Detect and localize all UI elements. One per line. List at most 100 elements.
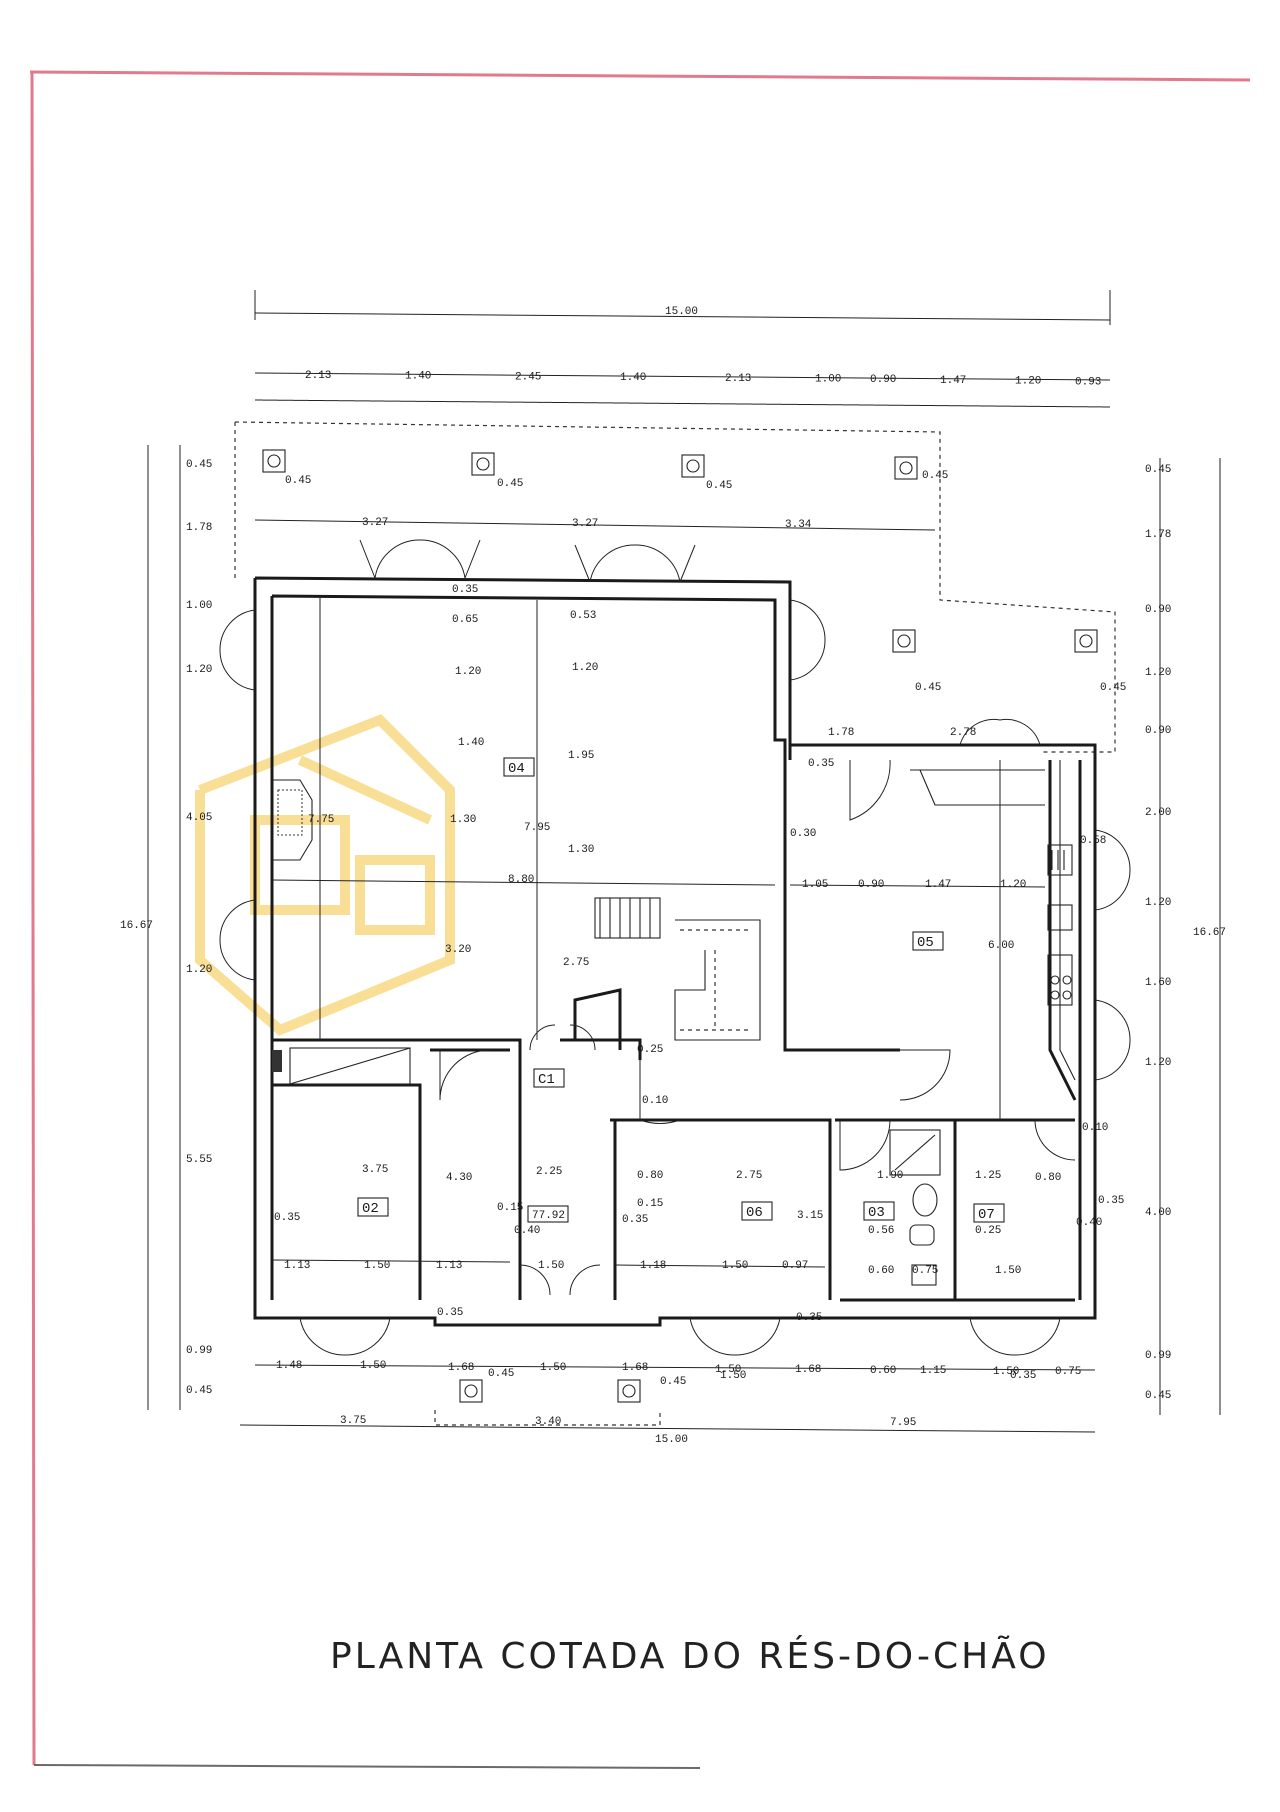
interior-dimension: 2.75 (736, 1170, 762, 1182)
right-segment-dimension: 1.20 (1145, 667, 1171, 679)
column-icon (471, 452, 495, 476)
room-label-box (912, 931, 944, 951)
column-icon (681, 454, 705, 478)
bottom-opening-dimension: 1.50 (540, 1362, 566, 1374)
left-segment-dimension: 1.78 (186, 522, 212, 534)
interior-dimension: 1.50 (538, 1260, 564, 1272)
room-label-box (533, 1068, 565, 1088)
interior-dimension: 1.50 (722, 1260, 748, 1272)
column-dimension: 0.45 (285, 475, 311, 487)
interior-walls (272, 760, 1077, 1302)
interior-dimension: 0.35 (1098, 1195, 1124, 1207)
bottom-opening-dimension: 1.50 (715, 1364, 741, 1376)
interior-dimension: 1.50 (995, 1265, 1021, 1277)
room-05-label: 05 (917, 935, 934, 951)
interior-dimension: 7.75 (308, 814, 334, 826)
room-07-label: 07 (978, 1207, 995, 1223)
columns (262, 449, 1098, 1403)
bottom-opening-dimension: 1.68 (622, 1362, 648, 1374)
top-segment-dimension: 1.40 (620, 372, 646, 384)
bottom-segment-dimension: 3.75 (340, 1415, 366, 1427)
interior-dimension: 3.75 (362, 1164, 388, 1176)
interior-dimension: 1.20 (1000, 879, 1026, 891)
right-total-dimension: 16.67 (1193, 927, 1226, 939)
interior-dimension: 0.10 (1082, 1122, 1108, 1134)
bottom-segment-dimension: 7.95 (890, 1417, 916, 1429)
room-06-label: 06 (746, 1205, 763, 1221)
interior-dimension: 0.35 (1010, 1370, 1036, 1382)
right-segment-dimension: 0.45 (1145, 464, 1171, 476)
column-icon (892, 629, 916, 653)
interior-dimension: 0.40 (1076, 1217, 1102, 1229)
doors-and-windows (219, 539, 1131, 1356)
room-label-box (973, 1203, 1005, 1223)
column-dimension: 0.45 (922, 470, 948, 482)
right-segment-dimension: 4.00 (1145, 1207, 1171, 1219)
interior-dimension: 1.30 (568, 844, 594, 856)
interior-dimension: 8.80 (508, 874, 534, 886)
interior-dimension: 1.25 (975, 1170, 1001, 1182)
left-segment-dimension: 0.45 (186, 1385, 212, 1397)
left-segment-dimension: 0.45 (186, 459, 212, 471)
porch-dimension: 3.27 (572, 518, 598, 530)
column-dimension: 0.45 (497, 478, 523, 490)
interior-dimension: 1.18 (640, 1260, 666, 1272)
interior-dimension: 1.20 (572, 662, 598, 674)
right-segment-dimension: 1.60 (1145, 977, 1171, 989)
bottom-opening-dimension: 0.60 (870, 1365, 896, 1377)
drawing-title: PLANTA COTADA DO RÉS-DO-CHÃO (330, 1635, 1050, 1677)
interior-dimension: 0.60 (868, 1265, 894, 1277)
right-segment-dimension: 1.20 (1145, 897, 1171, 909)
bottom-segment-dimension: 3.40 (535, 1416, 561, 1428)
bottom-opening-dimension: 1.50 (360, 1360, 386, 1372)
right-segment-dimension: 0.90 (1145, 725, 1171, 737)
interior-dimension: 6.00 (988, 940, 1014, 952)
top-segment-dimension: 0.90 (870, 374, 896, 386)
interior-dimension: 0.75 (912, 1265, 938, 1277)
inner-wall-outline (270, 594, 1082, 1300)
right-segment-dimension: 0.45 (1145, 1390, 1171, 1402)
right-segment-dimension: 1.78 (1145, 529, 1171, 541)
interior-dimension: 7.95 (524, 822, 550, 834)
column-icon (617, 1379, 641, 1403)
top-segment-dimension: 2.13 (305, 370, 331, 382)
left-segment-dimension: 5.55 (186, 1154, 212, 1166)
interior-dimension: 0.58 (1080, 835, 1106, 847)
interior-dimension: 3.20 (445, 944, 471, 956)
right-segment-dimension: 2.00 (1145, 807, 1171, 819)
kitchen-counter (1047, 844, 1073, 1006)
exterior-walls (253, 576, 1097, 1327)
fireplace (272, 779, 313, 861)
room-02-label: 02 (362, 1201, 379, 1217)
interior-dimension: 2.78 (950, 727, 976, 739)
left-total-dimension: 16.67 (120, 920, 153, 932)
room-03-label: 03 (868, 1205, 885, 1221)
interior-dimension: 0.56 (868, 1225, 894, 1237)
interior-dimension: 0.35 (452, 584, 478, 596)
room-c1-label: C1 (538, 1072, 555, 1088)
interior-dimension: 1.47 (925, 879, 951, 891)
room-label-box (741, 1201, 773, 1221)
staircase (594, 897, 761, 1041)
interior-dimension: 0.30 (790, 828, 816, 840)
left-segment-dimension: 1.00 (186, 600, 212, 612)
bottom-opening-dimension: 1.48 (276, 1360, 302, 1372)
interior-dimension: 0.10 (642, 1095, 668, 1107)
bathroom-fixtures (889, 1129, 941, 1286)
porch-dimension: 3.34 (785, 519, 812, 531)
bottom-opening-dimension: 0.75 (1055, 1366, 1081, 1378)
room-label-box (503, 757, 535, 777)
interior-dimension: 1.20 (455, 666, 481, 678)
interior-dimension: 2.75 (563, 957, 589, 969)
right-segment-dimension: 0.99 (1145, 1350, 1171, 1362)
interior-dimension: 1.90 (877, 1170, 903, 1182)
dimension-lines (147, 290, 1221, 1433)
top-segment-dimension: 2.45 (515, 371, 541, 383)
right-segment-dimension: 1.20 (1145, 1057, 1171, 1069)
terrace-outline (234, 421, 1116, 753)
logo-watermark (195, 714, 455, 1036)
room-label-box (863, 1201, 895, 1221)
column-icon (459, 1379, 483, 1403)
